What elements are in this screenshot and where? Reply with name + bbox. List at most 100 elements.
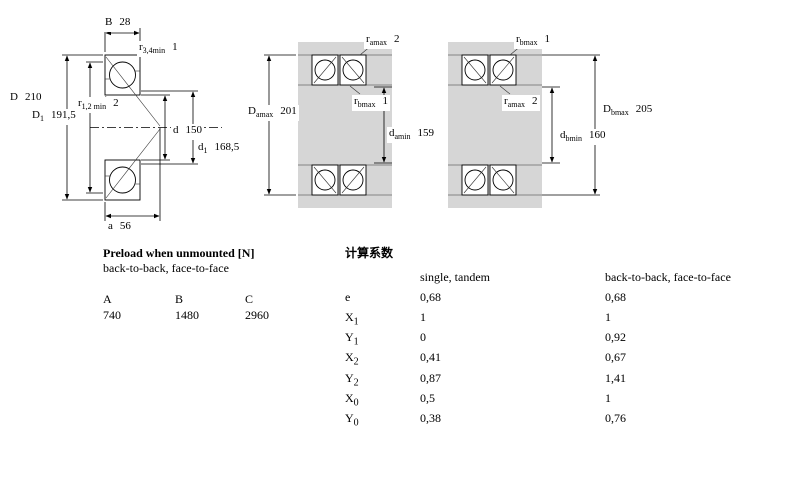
factor-row: X1 1 1 [345,310,785,330]
factor-row: X2 0,41 0,67 [345,350,785,370]
dim-label-D: D 210 [8,91,44,108]
factor-value-single: 1 [420,309,426,324]
preload-value: 740 [103,308,121,322]
preload-value: 2960 [245,308,269,322]
dim-value: 191,5 [50,109,76,121]
preload-table: Preload when unmounted [N] back-to-back,… [103,246,343,323]
dim-value: 1 [172,41,178,53]
factor-symbol: Y0 [345,410,359,429]
dim-value: 56 [119,220,131,232]
dim-value: 1 [382,95,388,107]
preload-header: C [245,292,254,306]
dim-symbol: dbmin [560,129,582,144]
dim-label-ramax-b: ramax 2 [502,95,540,112]
dim-label-Damax: Damax 201 [246,105,299,122]
dim-symbol: r3,4min [139,41,166,56]
factor-value-paired: 0,68 [605,289,626,304]
dim-label-damin: damin 159 [387,127,436,144]
factor-value-paired: 0,67 [605,350,626,365]
factor-symbol: X2 [345,350,359,368]
dim-value: 150 [185,124,203,136]
dim-symbol: a [108,220,113,232]
dim-value: 159 [417,127,435,139]
preload-header: B [175,292,184,306]
dim-symbol: rbmax [516,33,538,48]
dim-value: 210 [24,91,42,103]
factor-value-single: 0,38 [420,410,441,425]
duplex-drawing-b [448,42,600,208]
dim-label-B: B 28 [103,16,133,33]
factor-symbol: X1 [345,309,359,328]
factor-row: Y2 0,87 1,41 [345,371,785,391]
dim-label-D1: D1 191,5 [30,109,78,126]
dim-value: 28 [119,16,131,28]
dim-value: 201 [280,105,297,117]
dim-label-ramax-a: ramax 2 [364,33,402,50]
factor-value-paired: 1,41 [605,370,626,385]
factor-symbol: X0 [345,390,359,409]
dim-symbol: ramax [366,33,387,48]
factor-row: X0 0,5 1 [345,391,785,411]
factor-row: e 0,68 0,68 [345,290,785,310]
factor-value-paired: 1 [605,309,611,324]
dim-symbol: Dbmax [603,103,629,118]
factor-value-single: 0,5 [420,390,435,405]
duplex-drawing-a [264,42,392,208]
factors-header-single: single, tandem [420,270,490,284]
technical-drawings [62,28,600,221]
dim-label-d1: d1 168,5 [196,141,242,158]
factor-row: Y1 0 0,92 [345,330,785,350]
factor-row: Y0 0,38 0,76 [345,411,785,431]
factor-value-single: 0,68 [420,289,441,304]
preload-title: Preload when unmounted [N] [103,246,255,260]
preload-subtitle: back-to-back, face-to-face [103,261,229,275]
dim-symbol: d1 [198,141,208,156]
ball-top [109,61,136,89]
dim-symbol: D1 [32,109,44,124]
dim-value: 2 [394,33,400,45]
single-bearing-drawing [62,28,222,221]
dim-symbol: damin [389,127,411,142]
factors-rows: e 0,68 0,68 X1 1 1 Y1 0 0,92 X2 0,41 0,6… [345,290,785,431]
factor-symbol: Y2 [345,370,359,388]
factors-header-spacer [345,270,420,286]
factors-title: 计算系数 [345,246,394,260]
ball-bottom [109,166,136,194]
factors-header-paired: back-to-back, face-to-face [605,270,731,284]
dim-value: 2 [113,97,119,109]
factor-value-single: 0,87 [420,370,441,385]
dim-label-rbmax-b: rbmax 1 [514,33,552,50]
dim-label-a: a 56 [106,220,133,237]
dim-symbol: rbmax [354,95,376,110]
dim-symbol: B [105,16,113,28]
preload-header: A [103,292,112,306]
preload-header-row: A B C [103,292,343,307]
dim-value: 1 [544,33,550,45]
dim-value: 2 [532,95,538,107]
preload-value: 1480 [175,308,199,322]
factor-value-single: 0,41 [420,350,441,365]
dim-symbol: r1,2 min [78,97,107,112]
factor-value-paired: 0,76 [605,410,626,425]
dim-symbol: Damax [248,105,274,120]
dim-value: 168,5 [214,141,240,153]
factor-value-paired: 1 [605,390,611,405]
dim-label-r34: r3,4min 1 [137,41,180,58]
dim-symbol: ramax [504,95,525,110]
dim-value: 160 [588,129,606,141]
factor-value-paired: 0,92 [605,330,626,345]
dim-label-r12: r1,2 min 2 [76,97,121,114]
dim-label-rbmax-a: rbmax 1 [352,95,390,112]
dim-label-dbmin: dbmin 160 [558,129,608,146]
dim-label-Dbmax: Dbmax 205 [601,103,655,120]
factor-value-single: 0 [420,330,426,345]
factor-symbol: e [345,289,351,304]
factor-symbol: Y1 [345,330,359,348]
calculation-factors-table: 计算系数 single, tandem back-to-back, face-t… [345,246,785,431]
factors-header-row: single, tandem back-to-back, face-to-fac… [345,270,785,286]
dim-symbol: D [10,91,18,103]
dim-value: 205 [635,103,653,115]
preload-value-row: 740 1480 2960 [103,308,343,323]
